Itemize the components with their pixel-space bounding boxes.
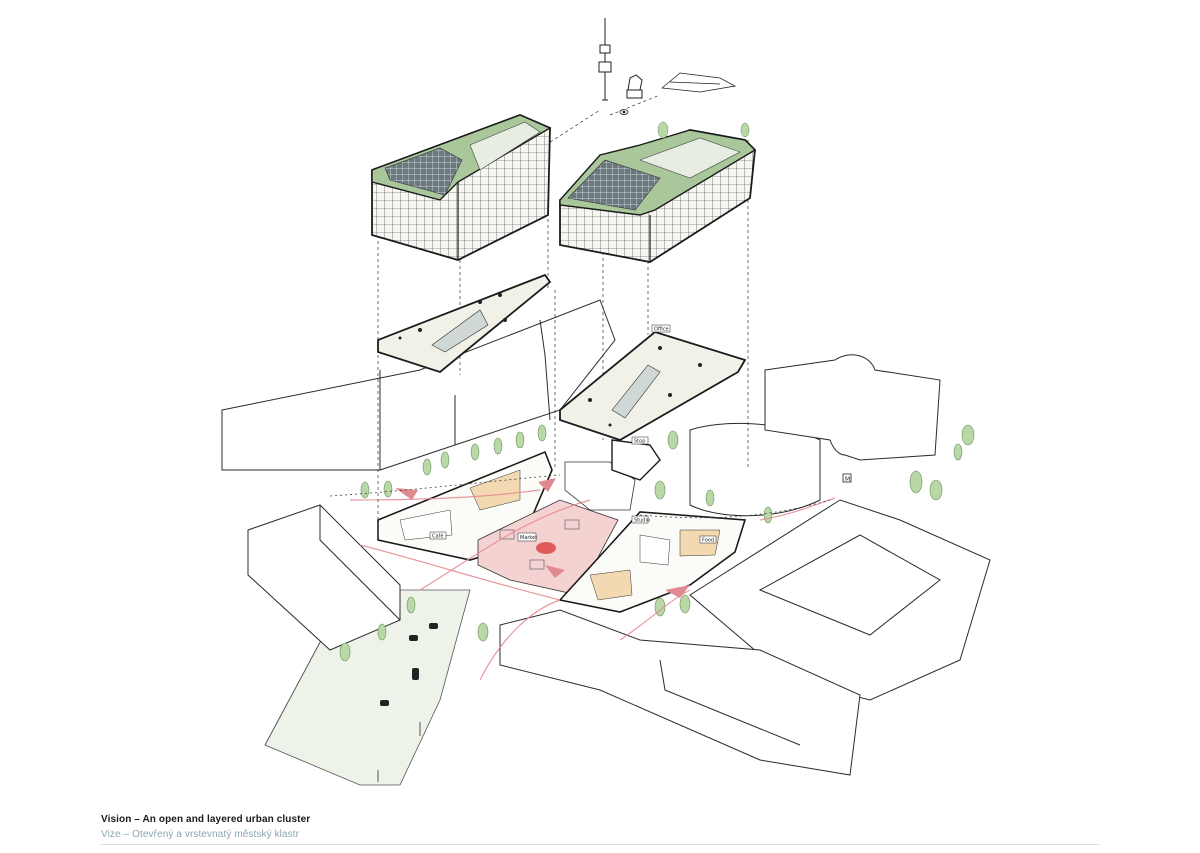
- context-tower-right: [764, 354, 941, 461]
- trees: [339, 424, 975, 662]
- caption-title: Vision – An open and layered urban clust…: [101, 814, 311, 825]
- flow-arrows: [349, 489, 836, 681]
- label-office: Office: [654, 327, 669, 333]
- car-2: [429, 623, 438, 629]
- ground-floor-cluster: Café Market Studio Food Stop M: [329, 436, 852, 681]
- vehicles: [380, 623, 438, 706]
- pavilion: [564, 461, 636, 511]
- pedestrian-route: [329, 474, 831, 519]
- room-labels: Café Market Studio Food Stop: [429, 436, 717, 544]
- top-building-right: [559, 121, 757, 263]
- label-stop: Stop: [634, 439, 645, 445]
- caption-divider: [101, 844, 1099, 845]
- car-1: [409, 635, 418, 641]
- tv-tower-icon: [598, 18, 612, 101]
- context-bar-bottom: [499, 609, 861, 776]
- label-food: Food: [702, 538, 714, 544]
- bus: [412, 668, 419, 680]
- label-market: Market: [520, 535, 537, 541]
- label-left-room: Café: [432, 533, 443, 540]
- top-building-left: [371, 114, 552, 261]
- svg-text:M: M: [845, 476, 850, 483]
- flow-arrowheads: [395, 478, 690, 598]
- car-3: [380, 700, 389, 706]
- context-buildings: [221, 299, 991, 776]
- metro-sign-icon: M: [842, 473, 852, 483]
- context-curved-building: [689, 422, 821, 517]
- statue-icon: [626, 74, 643, 99]
- label-studio: Studio: [634, 518, 650, 524]
- building-skyline-icon: [661, 72, 737, 93]
- floor-plate-right: Office: [559, 324, 747, 441]
- eye-icon: [619, 109, 629, 115]
- caption-subtitle: Vize – Otevřený a vrstevnatý městský kla…: [101, 829, 300, 840]
- floor-plate-left: [377, 273, 552, 374]
